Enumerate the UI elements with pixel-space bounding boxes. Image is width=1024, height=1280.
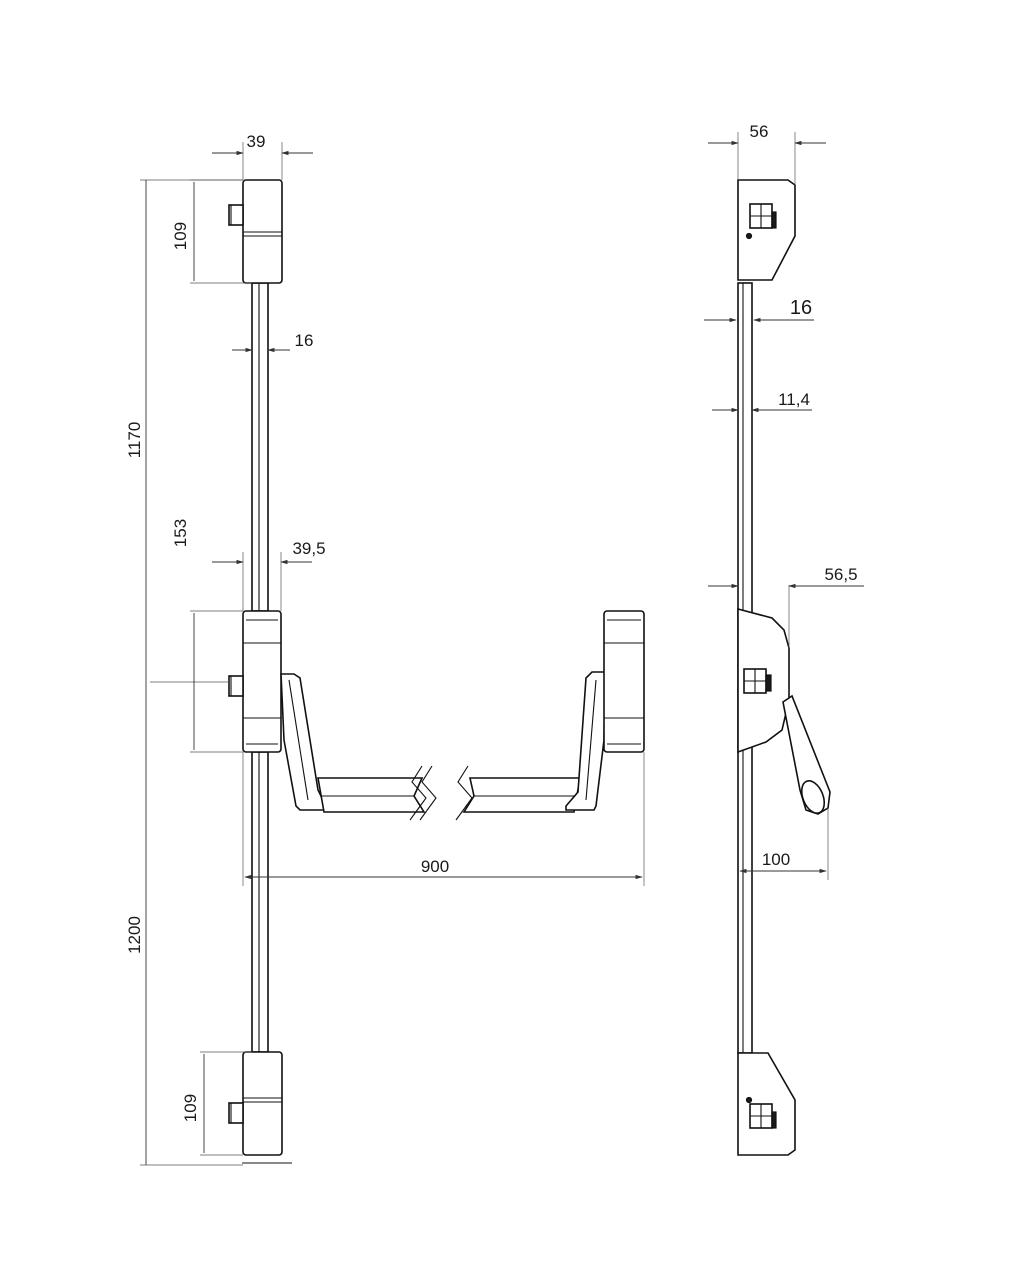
front-top-latch-box (228, 179, 283, 284)
dim-center-width: 39,5 (212, 539, 326, 611)
dim-label-1170: 1170 (125, 422, 144, 459)
dim-label-109-top: 109 (171, 222, 190, 250)
front-view (150, 179, 645, 1164)
dim-label-16-side: 16 (790, 297, 812, 319)
dim-label-153: 153 (171, 519, 190, 547)
dim-lower-rod-length: 1200 (125, 682, 243, 1166)
side-center-lock (737, 607, 790, 754)
dim-center-height: 153 (171, 519, 243, 753)
dim-label-56-5: 56,5 (824, 565, 857, 584)
front-push-bar-left (317, 765, 437, 821)
dim-side-top-depth: 56 (708, 122, 826, 185)
front-push-bar-right (455, 765, 581, 821)
dim-side-handle-projection: 100 (739, 808, 829, 880)
dim-label-900: 900 (421, 857, 449, 876)
side-push-handle (782, 694, 831, 815)
dim-top-box-height: 109 (171, 179, 252, 284)
dim-side-rod-depth: 16 (704, 297, 814, 323)
dim-label-109-bottom: 109 (181, 1094, 200, 1122)
front-bottom-latch-box (228, 1051, 292, 1164)
dim-label-100: 100 (762, 850, 790, 869)
dim-side-rod-inner: 11,4 (712, 390, 812, 413)
dim-upper-rod-length: 1170 (125, 179, 243, 682)
side-bottom-latch (737, 1052, 796, 1156)
dim-top-box-width: 39 (212, 132, 313, 180)
dim-label-16-front: 16 (295, 331, 314, 350)
dim-bottom-box-height: 109 (181, 1051, 252, 1156)
side-top-latch (737, 179, 796, 281)
front-lower-rod (251, 751, 269, 1053)
front-center-lock-case (150, 610, 282, 753)
dim-label-39-5: 39,5 (292, 539, 325, 558)
dim-side-center-depth: 56,5 (708, 565, 864, 648)
side-dimensions: 56 16 11,4 56,5 100 (704, 122, 864, 880)
side-view (737, 179, 831, 1156)
dim-label-1200: 1200 (125, 916, 144, 954)
front-right-end-case (603, 610, 645, 753)
front-right-handle-bracket (565, 671, 606, 811)
front-dimensions: 39 109 1170 16 153 (125, 132, 645, 1166)
dim-front-rod-width: 16 (232, 331, 314, 353)
dim-bar-length: 900 (242, 752, 645, 886)
dim-label-11-4: 11,4 (778, 390, 810, 409)
dim-label-39: 39 (247, 132, 266, 151)
front-upper-rod (251, 282, 269, 612)
dim-label-56: 56 (750, 122, 769, 141)
